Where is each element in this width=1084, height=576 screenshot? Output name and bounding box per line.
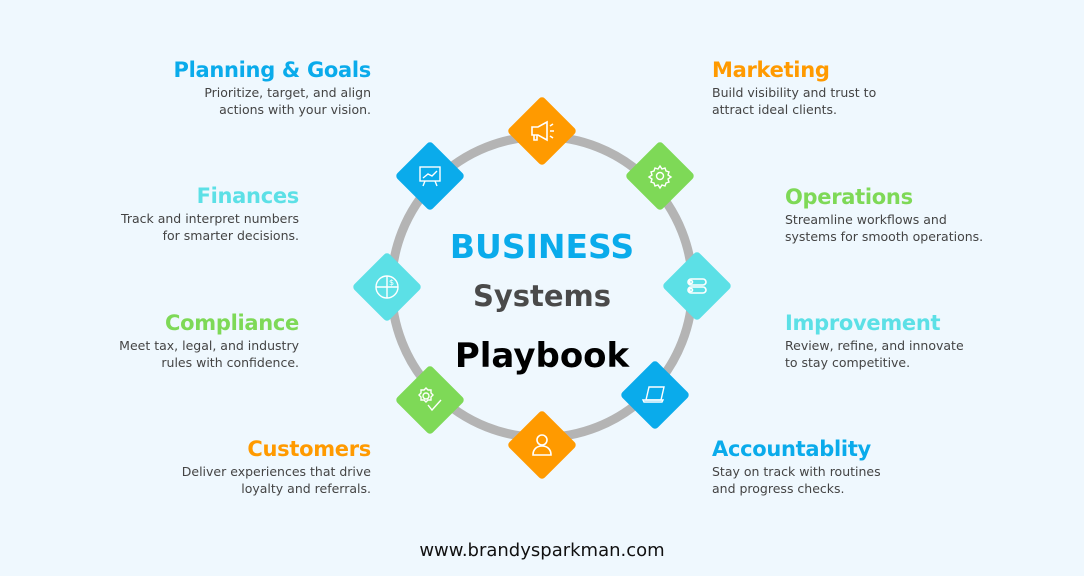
title-playbook: Playbook [454,336,630,376]
operations-block: Operations Streamline workflows and syste… [785,184,1045,245]
planning-desc-2: actions with your vision. [219,102,371,117]
accountability-desc-2: and progress checks. [712,481,845,496]
marketing-block: Marketing Build visibility and trust to a… [712,57,972,118]
operations-desc-2: systems for smooth operations. [785,229,984,244]
compliance-diamond [394,364,466,436]
compliance-title: Compliance [165,311,299,335]
improvement-diamond [661,250,733,322]
finances-desc-1: Track and interpret numbers [121,211,299,226]
operations-desc-1: Streamline workflows and [785,212,947,227]
marketing-diamond [506,95,578,167]
improvement-block: Improvement Review, refine, and innovate… [785,310,1045,371]
svg-text:$: $ [389,278,394,287]
planning-title: Planning & Goals [173,58,371,82]
planning-desc-1: Prioritize, target, and align [204,85,371,100]
pie-chart-icon: $ [375,275,399,299]
user-icon [532,434,552,456]
operations-diamond [624,140,696,212]
accountability-title: Accountablity [712,437,871,461]
toggle-icon [687,278,707,294]
accountability-diamond [619,359,691,431]
operations-title: Operations [785,185,913,209]
gear-check-icon [418,387,442,412]
gear-icon [647,164,673,190]
compliance-block: Compliance Meet tax, legal, and industry… [39,310,299,371]
accountability-desc-1: Stay on track with routines [712,464,881,479]
finances-block: Finances Track and interpret numbers for … [39,183,299,244]
planning-diamond [394,140,466,212]
compliance-desc-2: rules with confidence. [161,355,299,370]
compliance-desc-1: Meet tax, legal, and industry [119,338,299,353]
finances-title: Finances [196,184,300,208]
presentation-board-icon [419,166,441,187]
finances-diamond: $ [351,251,423,323]
website-footer[interactable]: www.brandysparkman.com [419,540,665,561]
title-business: BUSINESS [449,227,635,266]
accountability-block: Accountablity Stay on track with routine… [712,436,972,497]
customers-diamond [506,409,578,481]
customers-desc-1: Deliver experiences that drive [181,464,371,479]
megaphone-icon [531,120,554,142]
title-systems: Systems [472,279,612,313]
planning-block: Planning & Goals Prioritize, target, and… [111,57,371,118]
laptop-icon [641,386,665,403]
marketing-title: Marketing [712,58,830,82]
customers-title: Customers [247,437,371,461]
improvement-title: Improvement [785,311,941,335]
improvement-desc-2: to stay competitive. [785,355,911,370]
improvement-desc-1: Review, refine, and innovate [785,338,964,353]
customers-block: Customers Deliver experiences that drive… [111,436,372,497]
marketing-desc-2: attract ideal clients. [712,102,838,117]
finances-desc-2: for smarter decisions. [162,228,299,243]
marketing-desc-1: Build visibility and trust to [712,85,877,100]
customers-desc-2: loyalty and referrals. [241,481,371,496]
